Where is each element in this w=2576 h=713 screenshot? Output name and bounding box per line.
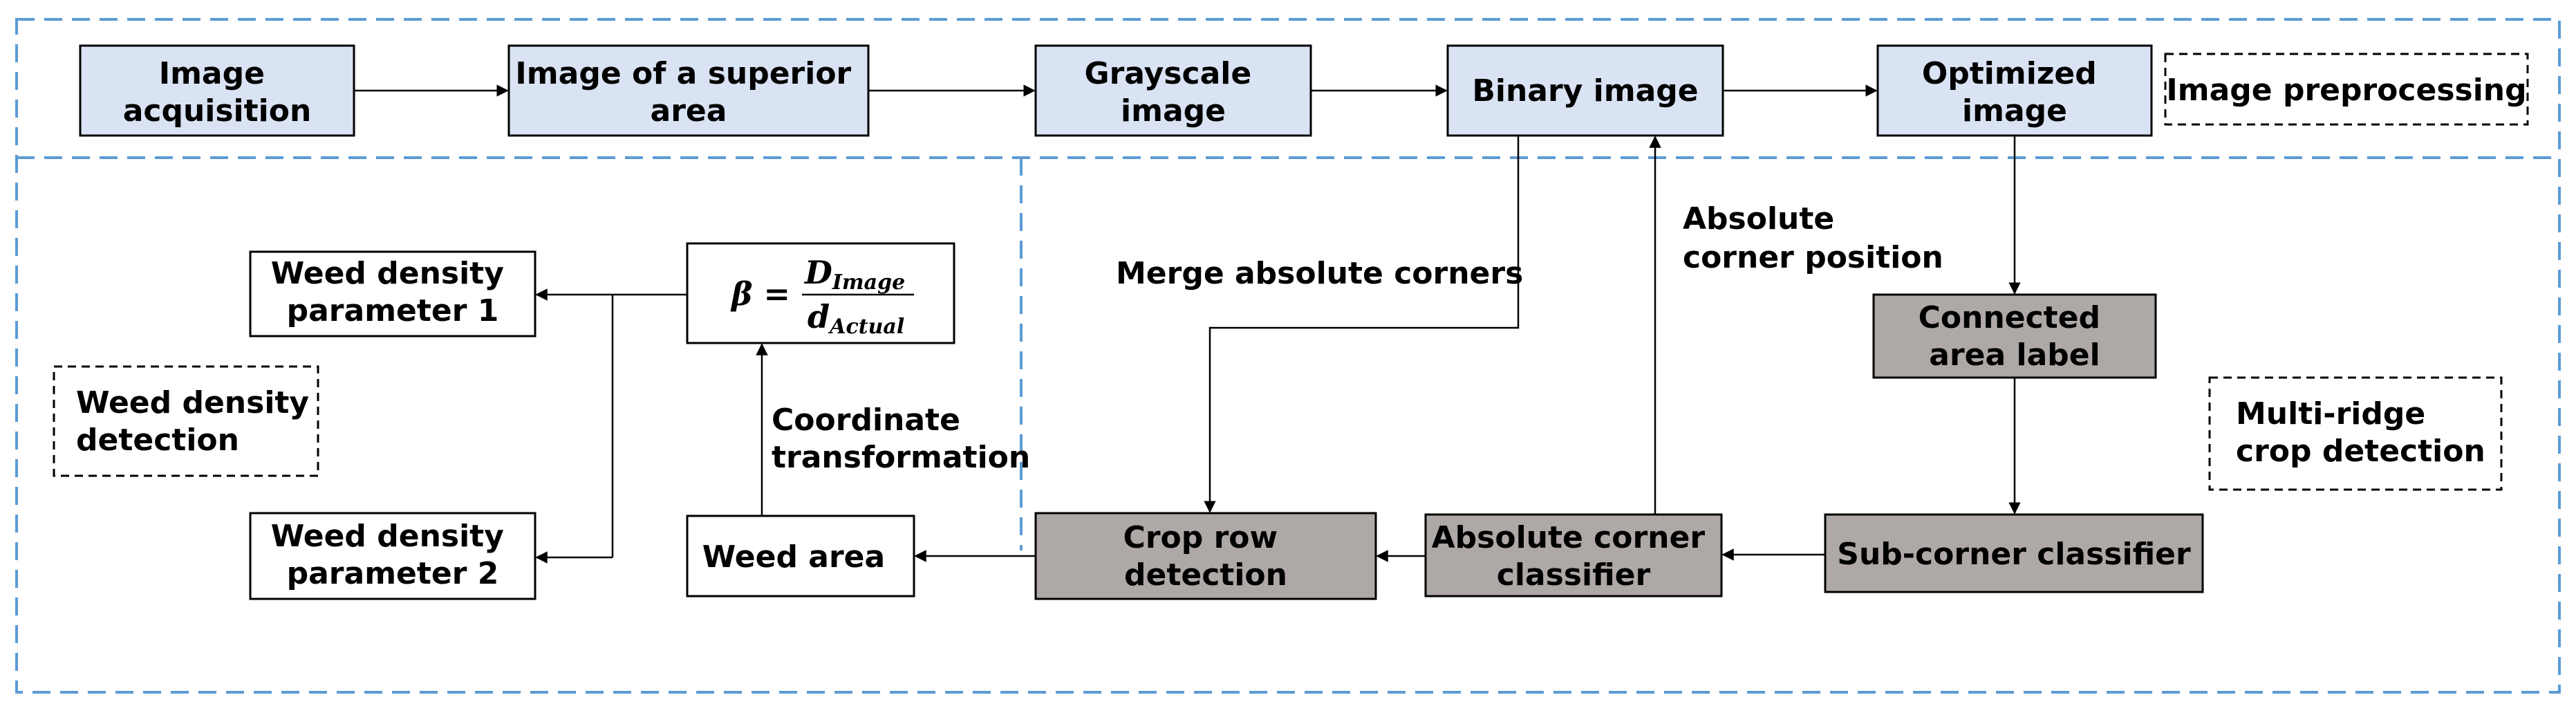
binary-image-box <box>1446 44 1724 137</box>
formula-box <box>686 242 955 344</box>
density-1-text: Weed density parameter 1 <box>271 256 514 328</box>
density-1-box <box>249 250 536 337</box>
connectors <box>354 84 2021 564</box>
superior-area-text: Image of a superior area <box>515 56 861 129</box>
weed-density-detection-label: Weed density detection <box>76 385 319 458</box>
binary-image-text: Binary image <box>1472 73 1698 109</box>
optimized-image-box <box>1876 44 2153 137</box>
coordinate-transformation-label: Coordinate transformation <box>772 402 1030 475</box>
optimized-image-text: Optimized image <box>1922 56 2107 129</box>
grayscale-box <box>1034 44 1312 137</box>
crop-row-text: Crop row detection <box>1123 520 1289 593</box>
formula-numerator: DImage <box>803 254 905 295</box>
connected-area-text: Connected area label <box>1919 300 2111 373</box>
weed-area-box <box>686 515 915 598</box>
superior-area-box <box>507 44 870 137</box>
sub-corner-box <box>1824 513 2204 593</box>
image-preprocessing-label-box <box>2164 53 2529 126</box>
absolute-corner-position-label: Absolute corner position <box>1683 201 1943 275</box>
density-formula: β = DImage dActual <box>730 254 914 339</box>
absolute-corner-text: Absolute corner classifier <box>1432 520 1716 593</box>
density-2-text: Weed density parameter 2 <box>271 519 514 591</box>
multi-ridge-label-box <box>2208 376 2503 491</box>
process-boxes <box>79 44 2204 600</box>
image-acquisition-text: Image acquisition <box>123 56 312 129</box>
crop-row-box <box>1034 512 1377 600</box>
connected-area-box <box>1872 293 2157 379</box>
arrow-binary-to-croprow <box>1204 136 1520 513</box>
image-preprocessing-label: Image preprocessing <box>2166 73 2526 108</box>
weed-density-detection-label-box <box>53 365 319 477</box>
merge-absolute-corners-label: Merge absolute corners <box>1116 256 1523 291</box>
multi-ridge-label: Multi-ridge crop detection <box>2236 396 2485 469</box>
formula-denominator: dActual <box>808 298 904 339</box>
absolute-corner-box <box>1424 513 1723 598</box>
weed-area-text: Weed area <box>702 539 885 575</box>
region-labels <box>53 53 2529 491</box>
region-borders <box>15 18 2561 694</box>
sub-corner-text: Sub-corner classifier <box>1837 537 2191 572</box>
outer-region-border <box>15 18 2561 694</box>
grayscale-text: Grayscale image <box>1084 56 1262 129</box>
formula-lhs: β = <box>730 275 790 313</box>
density-2-box <box>249 512 536 600</box>
